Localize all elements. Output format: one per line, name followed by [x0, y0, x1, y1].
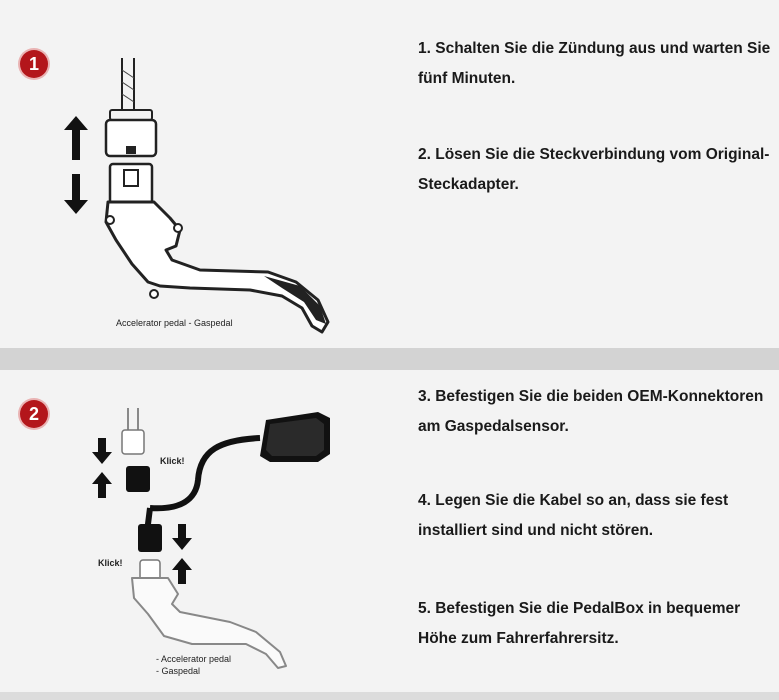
- bottom-border: [0, 692, 779, 700]
- pedal-caption-line2: - Gaspedal: [156, 666, 200, 676]
- pedal-caption: Accelerator pedal - Gaspedal: [116, 318, 233, 328]
- pedalbox-installation-illustration: Klick! Klick! - Accelerator pedal - Gasp…: [92, 408, 330, 676]
- section-divider: [0, 348, 779, 370]
- step-panel-2: 2 Klick! Klick! - Accelerator pedal - Ga…: [0, 370, 779, 692]
- pedal-caption-line1: - Accelerator pedal: [156, 654, 231, 664]
- accelerator-pedal-illustration: Accelerator pedal - Gaspedal: [64, 58, 330, 334]
- instruction-step-4: 4. Legen Sie die Kabel so an, dass sie f…: [418, 492, 729, 539]
- step-panel-1: 1 Accelerator pedal - Gaspedal 1. Schalt…: [0, 0, 779, 348]
- instruction-step-2: 2. Lösen Sie die Steckverbindung vom Ori…: [418, 146, 770, 193]
- klick-label-left: Klick!: [98, 558, 123, 568]
- step-badge-1: 1: [20, 50, 48, 78]
- instruction-step-5: 5. Befestigen Sie die PedalBox in bequem…: [418, 600, 741, 647]
- step-badge-2: 2: [20, 400, 48, 428]
- instruction-step-3: 3. Befestigen Sie die beiden OEM-Konnekt…: [418, 388, 764, 435]
- klick-label-top: Klick!: [160, 456, 185, 466]
- instruction-step-1: 1. Schalten Sie die Zündung aus und wart…: [418, 40, 771, 87]
